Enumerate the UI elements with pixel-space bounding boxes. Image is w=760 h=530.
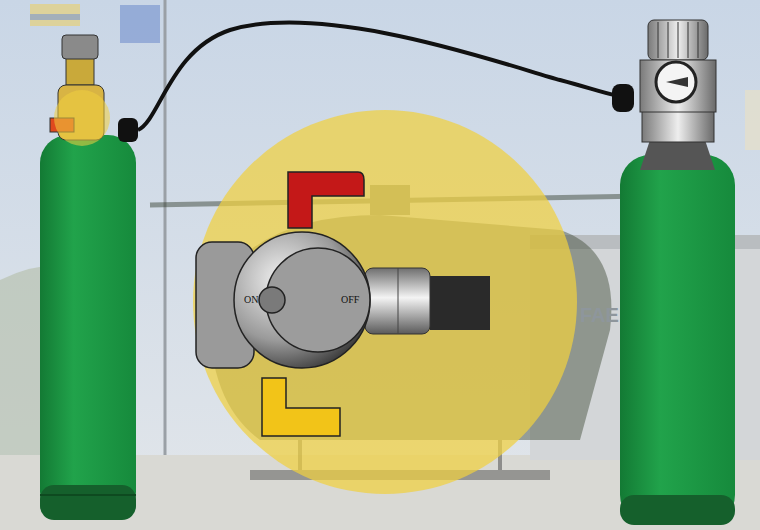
valve-position-label: OFF — [341, 295, 359, 305]
valve-position-label: ON — [244, 295, 258, 305]
background-sign-text: FAE — [580, 305, 619, 325]
magnifier-circle — [193, 110, 577, 494]
valve-detail — [196, 172, 490, 436]
right-cylinder — [612, 20, 735, 525]
left-cylinder — [40, 35, 138, 520]
